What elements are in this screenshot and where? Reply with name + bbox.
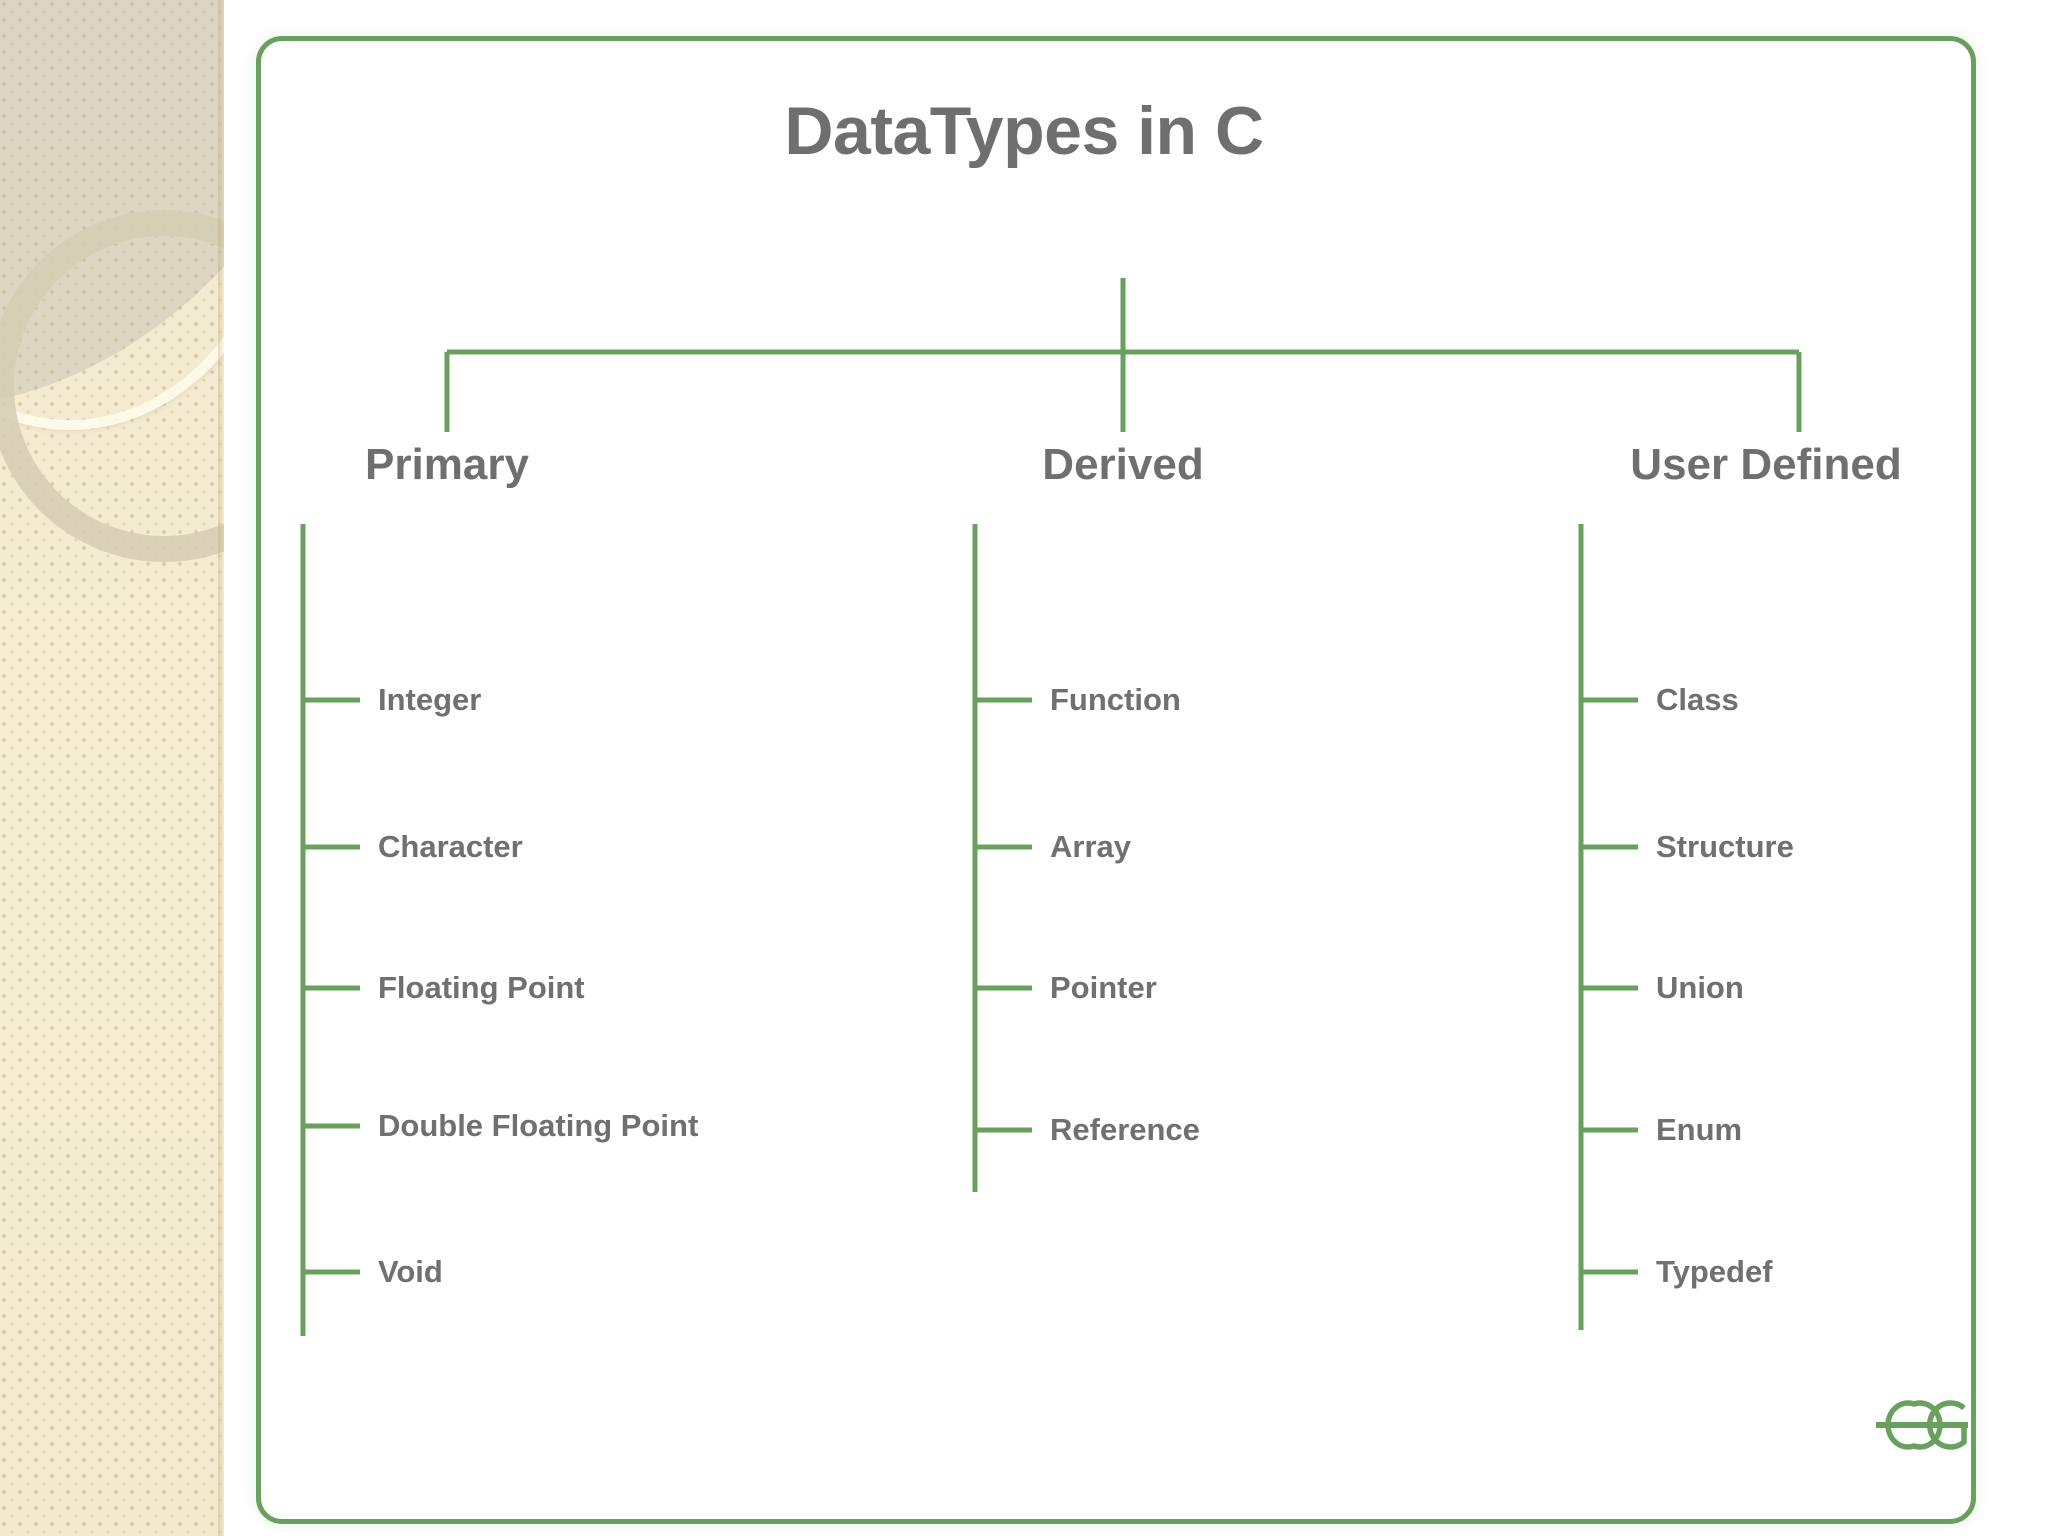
leaf-primary-character: Character [378,829,523,864]
leaf-derived-array: Array [1050,829,1131,864]
leaf-user-defined-structure: Structure [1656,829,1794,864]
panel-edge-shadow [218,0,224,1536]
leaf-primary-double-floating-point: Double Floating Point [378,1108,699,1143]
leaf-user-defined-enum: Enum [1656,1112,1743,1147]
leaf-derived-pointer: Pointer [1050,970,1157,1005]
page-title: DataTypes in C [784,93,1264,169]
leaf-user-defined-class: Class [1656,682,1739,717]
branch-title-derived: Derived [1042,440,1204,489]
leaf-derived-reference: Reference [1050,1112,1200,1147]
leaf-primary-floating-point: Floating Point [378,970,585,1005]
leaf-primary-integer: Integer [378,682,482,717]
diagram-card [256,36,1976,1524]
leaf-derived-function: Function [1050,682,1181,717]
leaf-primary-void: Void [378,1254,443,1289]
decorative-left-panel [0,0,224,1536]
leaf-user-defined-typedef: Typedef [1656,1254,1773,1289]
branch-title-primary: Primary [365,440,529,489]
leaf-user-defined-union: Union [1656,970,1744,1005]
geeksforgeeks-logo [1876,1400,1968,1450]
branch-title-user-defined: User Defined [1630,440,1902,489]
